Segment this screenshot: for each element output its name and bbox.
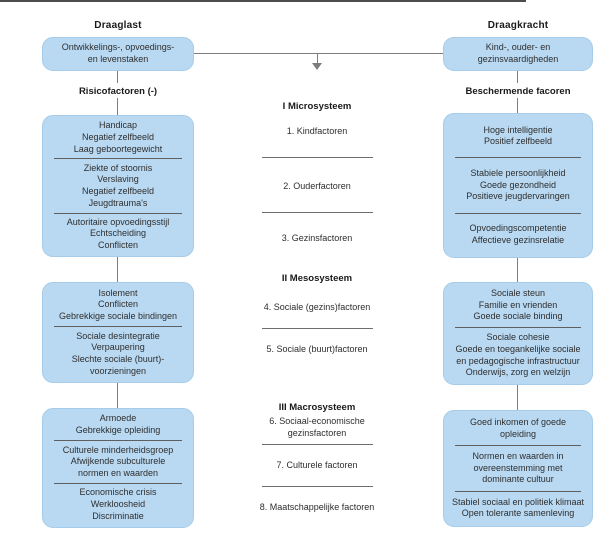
left-column-label: Risicofactoren (-): [78, 86, 158, 97]
middle-divider: [262, 486, 373, 487]
section-divider: [53, 326, 183, 328]
middle-divider: [262, 212, 373, 213]
section-divider: [454, 212, 582, 214]
right-link-1: [517, 71, 518, 83]
left-link-2: [117, 98, 118, 115]
middle-title-microsystem: I Microsysteem: [282, 101, 352, 112]
right-link-4: [517, 385, 518, 410]
middle-item-6: 6. Sociaal-economische gezinsfactoren: [269, 416, 365, 438]
right-link-3: [517, 258, 518, 282]
protective-box-macrosystem: Goed inkomen of goede opleiding Normen e…: [443, 410, 593, 527]
section-divider: [454, 157, 582, 159]
section-divider: [53, 212, 183, 214]
left-link-3: [117, 257, 118, 282]
middle-item-5: 5. Sociale (buurt)factoren: [266, 344, 368, 354]
middle-divider: [262, 157, 373, 158]
protective-section: Sociale cohesie Goede en toegankelijke s…: [455, 332, 581, 378]
section-divider: [454, 445, 582, 447]
top-box-left-text: Ontwikkelings-, opvoedings- en levenstak…: [61, 42, 175, 64]
protective-section: Goed inkomen of goede opleiding: [469, 416, 567, 439]
middle-item-1: 1. Kindfactoren: [286, 126, 348, 136]
protective-section: Normen en waarden in overeenstemming met…: [472, 450, 564, 485]
protective-section: Stabiel sociaal en politiek klimaat Open…: [451, 496, 585, 519]
right-link-2: [517, 98, 518, 113]
protective-section: Hoge intelligentie Positief zelfbeeld: [483, 124, 553, 147]
risk-section: Autoritaire opvoedingsstijl Echtscheidin…: [66, 216, 170, 251]
top-box-left: Ontwikkelings-, opvoedings- en levenstak…: [42, 37, 194, 71]
left-column-header: Draaglast: [94, 20, 142, 31]
middle-item-3: 3. Gezinsfactoren: [281, 233, 353, 243]
protective-box-microsystem: Hoge intelligentie Positief zelfbeeld St…: [443, 113, 593, 258]
risk-box-microsystem: Handicap Negatief zelfbeeld Laag geboort…: [42, 115, 194, 257]
middle-title-mesosystem: II Mesosysteem: [281, 273, 353, 284]
top-connector-line: [194, 53, 443, 54]
section-divider: [53, 440, 183, 442]
risk-section: Isolement Conflicten Gebrekkige sociale …: [58, 287, 178, 321]
protective-section: Stabiele persoonlijkheid Goede gezondhei…: [466, 167, 570, 202]
top-box-right: Kind-, ouder- en gezinsvaardigheden: [443, 37, 593, 71]
middle-divider: [262, 444, 373, 445]
top-box-right-text: Kind-, ouder- en gezinsvaardigheden: [477, 42, 559, 64]
middle-item-7: 7. Culturele factoren: [276, 460, 358, 470]
section-divider: [454, 327, 582, 329]
middle-divider: [262, 328, 373, 329]
risk-section: Ziekte of stoornis Verslaving Negatief z…: [81, 162, 155, 208]
top-rule-line: [0, 0, 526, 2]
section-divider: [53, 158, 183, 160]
risk-section: Culturele minderheidsgroep Afwijkende su…: [62, 444, 174, 478]
section-divider: [454, 490, 582, 492]
section-divider: [53, 483, 183, 485]
middle-item-4: 4. Sociale (gezins)factoren: [263, 302, 371, 312]
risk-box-macrosystem: Armoede Gebrekkige opleiding Culturele m…: [42, 408, 194, 528]
protective-section: Opvoedingscompetentie Affectieve gezinsr…: [469, 223, 567, 245]
middle-title-macrosystem: III Macrosysteem: [278, 402, 356, 413]
right-column-label: Beschermende facoren: [465, 86, 571, 97]
down-arrow-stem: [317, 53, 318, 63]
risk-section: Armoede Gebrekkige opleiding: [75, 413, 161, 436]
right-column-header: Draagkracht: [487, 20, 549, 31]
risk-section: Handicap Negatief zelfbeeld Laag geboort…: [73, 120, 163, 154]
middle-item-8: 8. Maatschappelijke factoren: [259, 502, 375, 512]
protective-section: Sociale steun Familie en vrienden Goede …: [473, 288, 563, 322]
risk-section: Economische crisis Werkloosheid Discrimi…: [79, 487, 157, 521]
risk-box-mesosystem: Isolement Conflicten Gebrekkige sociale …: [42, 282, 194, 383]
left-link-4: [117, 383, 118, 408]
risk-section: Sociale desintegratie Verpaupering Slech…: [71, 330, 165, 376]
down-arrow-icon: [312, 63, 322, 70]
middle-item-2: 2. Ouderfactoren: [283, 181, 351, 191]
protective-box-mesosystem: Sociale steun Familie en vrienden Goede …: [443, 282, 593, 385]
left-link-1: [117, 71, 118, 83]
